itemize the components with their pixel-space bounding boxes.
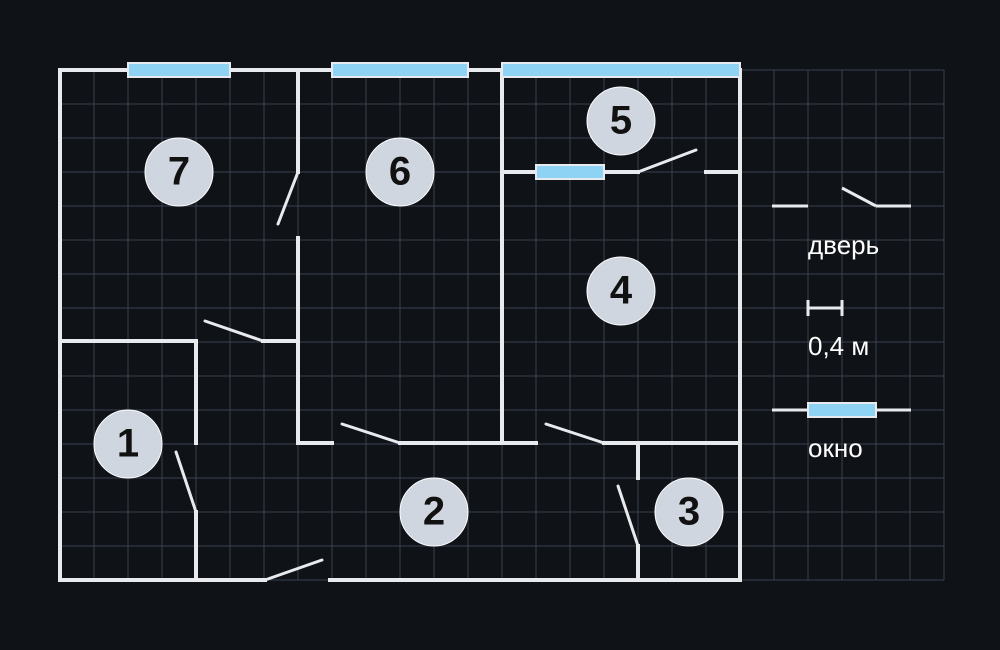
windows xyxy=(127,62,741,180)
legend: дверь 0,4 м окно xyxy=(772,186,911,463)
room-marker-circle xyxy=(399,477,469,547)
room-marker-circle xyxy=(93,409,163,479)
doors xyxy=(174,148,698,582)
room-5-marker: 5 xyxy=(586,86,656,156)
door-3 xyxy=(616,484,640,548)
legend-window-pane xyxy=(807,402,877,418)
room-marker-circle xyxy=(586,86,656,156)
room-4-marker: 4 xyxy=(586,256,656,326)
room-1-label: 1 xyxy=(117,422,139,466)
room-6-marker: 6 xyxy=(365,137,435,207)
door-6 xyxy=(340,422,402,445)
legend-window xyxy=(772,402,911,418)
door-entrance xyxy=(263,558,324,582)
room-2-marker: 2 xyxy=(399,477,469,547)
room-2-label: 2 xyxy=(423,490,445,534)
legend-door-leaf xyxy=(841,186,877,208)
room-6-label: 6 xyxy=(389,150,411,194)
window-room-6 xyxy=(331,62,469,78)
room-7-marker: 7 xyxy=(144,137,214,207)
room-markers: 1 2 3 4 5 6 7 xyxy=(93,86,724,547)
room-marker-circle xyxy=(586,256,656,326)
room-3-label: 3 xyxy=(678,490,700,534)
window-room-7 xyxy=(127,62,231,78)
legend-door xyxy=(772,186,911,208)
door-7-hall xyxy=(203,319,265,343)
room-1-marker: 1 xyxy=(93,409,163,479)
room-marker-circle xyxy=(654,477,724,547)
door-4 xyxy=(544,422,606,445)
legend-scale-bar xyxy=(806,300,844,316)
room-marker-circle xyxy=(144,137,214,207)
door-5 xyxy=(636,148,698,174)
door-1 xyxy=(174,450,198,514)
window-room-5 xyxy=(501,62,741,78)
legend-door-label: дверь xyxy=(808,230,879,260)
room-4-label: 4 xyxy=(610,269,633,313)
room-5-label: 5 xyxy=(610,99,632,143)
room-7-label: 7 xyxy=(168,150,190,194)
room-marker-circle xyxy=(365,137,435,207)
legend-scale-label: 0,4 м xyxy=(808,331,869,361)
window-5-4 xyxy=(535,164,605,180)
room-3-marker: 3 xyxy=(654,477,724,547)
door-7-6 xyxy=(276,170,300,226)
legend-window-label: окно xyxy=(808,433,863,463)
